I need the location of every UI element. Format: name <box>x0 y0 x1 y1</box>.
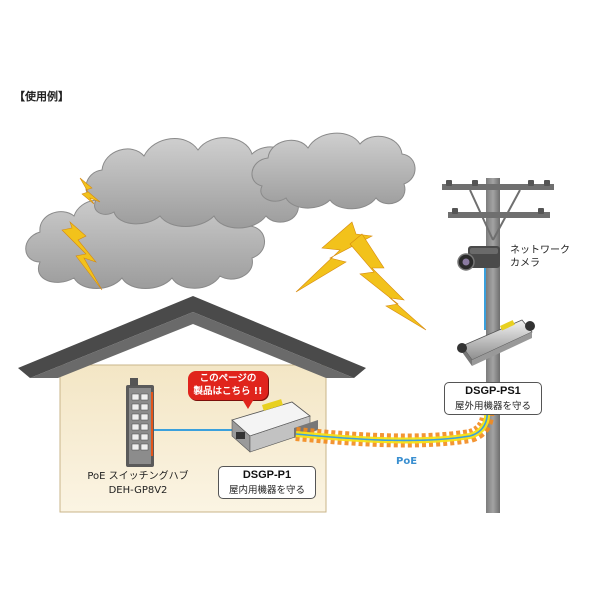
outdoor-device-label: DSGP-PS1 屋外用機器を守る <box>444 382 542 415</box>
lightning-bolt-right <box>349 233 427 331</box>
lightning-bolt-small <box>79 177 101 205</box>
indoor-device-description: 屋内用機器を守る <box>228 485 305 496</box>
camera-label-line2: カメラ <box>510 258 540 269</box>
callout-line1: このページの <box>199 373 257 384</box>
surge-wave <box>295 402 495 448</box>
switch-label: PoE スイッチングハブ DEH-GP8V2 <box>84 470 192 498</box>
switch-label-line1: PoE スイッチングハブ <box>87 471 189 482</box>
poe-switch-icon <box>126 378 154 467</box>
product-callout[interactable]: このページの 製品はこちら !! <box>188 371 268 409</box>
outdoor-device-description: 屋外用機器を守る <box>454 401 531 412</box>
camera-label-line1: ネットワーク <box>510 245 570 256</box>
outdoor-device-code: DSGP-PS1 <box>465 385 521 397</box>
poe-label: PoE <box>396 456 418 467</box>
callout-line2: 製品はこちら !! <box>193 386 263 397</box>
page-title: 【使用例】 <box>14 90 69 103</box>
camera-label: ネットワーク カメラ <box>510 244 570 270</box>
storm-cloud-right <box>251 132 416 210</box>
switch-label-line2: DEH-GP8V2 <box>108 485 168 496</box>
outdoor-protector-device <box>457 319 535 366</box>
network-camera-icon <box>457 246 500 271</box>
indoor-device-code: DSGP-P1 <box>242 469 292 481</box>
lightning-bolt-left <box>61 221 103 291</box>
lightning-bolt-center <box>295 221 373 293</box>
indoor-device-label: DSGP-P1 屋内用機器を守る <box>218 466 316 499</box>
indoor-protector-device <box>231 399 318 453</box>
